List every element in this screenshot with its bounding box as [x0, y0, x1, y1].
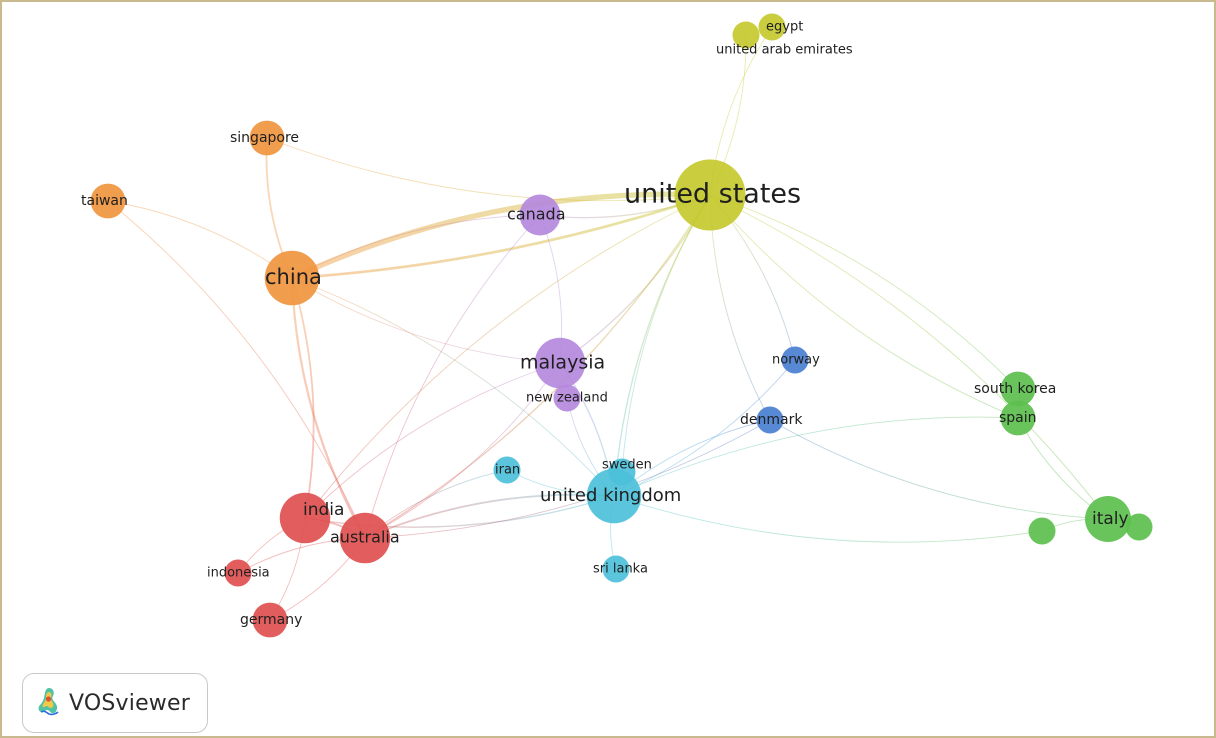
node-label-egypt[interactable]: egypt — [766, 20, 803, 35]
node-label-china[interactable]: china — [265, 265, 322, 289]
link-singapore-united-states[interactable] — [266, 137, 711, 202]
node-canada[interactable] — [519, 194, 561, 236]
node-new-zealand[interactable] — [553, 384, 581, 412]
node-label-sweden[interactable]: sweden — [602, 458, 652, 473]
node-label-denmark[interactable]: denmark — [740, 412, 803, 428]
labels-layer: united states egypt united arab emirates si… — [81, 20, 1129, 629]
node-malaysia[interactable] — [534, 337, 586, 389]
link-china-united-states[interactable] — [291, 193, 711, 280]
node-label-south-korea[interactable]: south korea — [974, 381, 1056, 397]
link-united-states-sweden[interactable] — [621, 194, 711, 473]
link-china-india[interactable] — [291, 277, 315, 519]
node-label-india[interactable]: india — [303, 500, 344, 520]
node-label-canada[interactable]: canada — [507, 205, 566, 224]
node-germany[interactable] — [252, 602, 288, 638]
link-malaysia-india[interactable] — [304, 362, 561, 519]
nodes-layer — [90, 13, 1153, 638]
node-label-united-states[interactable]: united states — [624, 179, 801, 210]
vosviewer-brand-label: VOSviewer — [69, 690, 190, 716]
link-china-australia[interactable] — [290, 277, 366, 539]
node-australia[interactable] — [339, 512, 391, 564]
node-italy-nb2[interactable] — [1125, 513, 1153, 541]
node-label-singapore[interactable]: singapore — [230, 130, 299, 146]
node-label-new-zealand[interactable]: new zealand — [526, 391, 608, 406]
node-singapore[interactable] — [249, 120, 285, 156]
node-indonesia[interactable] — [224, 559, 252, 587]
link-china-malaysia[interactable] — [291, 277, 561, 364]
node-sri-lanka[interactable] — [602, 555, 630, 583]
node-label-united-kingdom[interactable]: united kingdom — [540, 485, 681, 506]
node-label-germany[interactable]: germany — [240, 612, 302, 628]
node-iran[interactable] — [493, 456, 521, 484]
link-united-states-india[interactable] — [304, 194, 711, 519]
link-china-canada[interactable] — [291, 214, 541, 279]
node-norway[interactable] — [781, 346, 809, 374]
link-united-states-spain[interactable] — [709, 194, 1019, 419]
node-label-spain[interactable]: spain — [999, 410, 1037, 426]
node-label-iran[interactable]: iran — [495, 463, 520, 478]
link-united-states-italy[interactable] — [709, 194, 1109, 520]
node-denmark[interactable] — [756, 406, 784, 434]
link-denmark-australia[interactable] — [364, 419, 771, 539]
node-united-states[interactable] — [674, 159, 746, 231]
links-layer — [107, 26, 1140, 621]
link-taiwan-australia[interactable] — [107, 200, 366, 539]
node-south-korea[interactable] — [1000, 371, 1036, 407]
node-label-norway[interactable]: norway — [772, 353, 820, 368]
node-label-italy[interactable]: italy — [1092, 509, 1129, 529]
link-united-kingdom-norway[interactable] — [613, 359, 796, 497]
link-canada-australia[interactable] — [364, 214, 541, 539]
link-united-states-south-korea[interactable] — [709, 194, 1019, 390]
link-denmark-italy[interactable] — [769, 419, 1109, 520]
node-india[interactable] — [279, 492, 331, 544]
node-label-australia[interactable]: australia — [330, 528, 400, 547]
vosviewer-logo-icon — [37, 686, 61, 720]
link-malaysia-australia[interactable] — [364, 362, 561, 539]
link-united-kingdom-australia[interactable] — [364, 493, 615, 539]
node-uae[interactable] — [732, 21, 760, 49]
node-china[interactable] — [264, 250, 320, 306]
link-united-kingdom-spain[interactable] — [613, 416, 1019, 497]
link-united-kingdom-italy-nb1[interactable] — [613, 495, 1043, 543]
node-label-sri-lanka[interactable]: sri lanka — [593, 562, 648, 577]
link-china-united-kingdom[interactable] — [291, 277, 615, 497]
vosviewer-brand-badge[interactable]: VOSviewer — [22, 673, 208, 733]
node-italy-nb1[interactable] — [1028, 517, 1056, 545]
node-italy[interactable] — [1085, 496, 1131, 542]
link-china-united-states[interactable] — [290, 191, 711, 281]
node-label-uae[interactable]: united arab emirates — [716, 43, 853, 58]
node-taiwan[interactable] — [90, 183, 126, 219]
node-egypt[interactable] — [758, 13, 786, 41]
node-spain[interactable] — [1000, 400, 1036, 436]
node-label-indonesia[interactable]: indonesia — [207, 566, 270, 581]
node-label-malaysia[interactable]: malaysia — [520, 352, 605, 374]
node-label-taiwan[interactable]: taiwan — [81, 193, 128, 209]
node-united-kingdom[interactable] — [586, 468, 642, 524]
